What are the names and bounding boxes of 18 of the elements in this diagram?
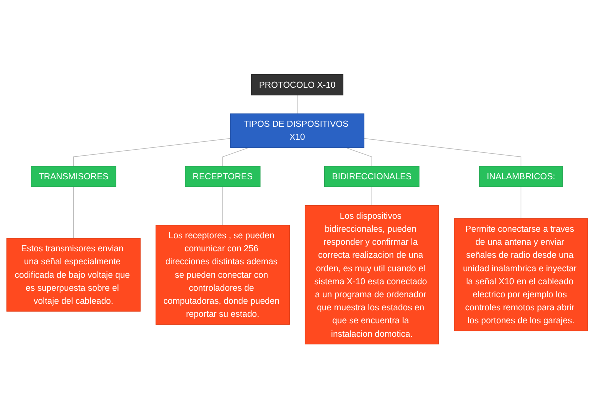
connector [222,147,250,167]
node-box: RECEPTORES [185,166,261,188]
node-box: TIPOS DE DISPOSITIVOS X10 [230,114,365,148]
node-box: Los dispositivos bidireccionales, pueden responder y confirmar la correcta realizacion de una orden, es muy util cuando el sistema X-10 esta conectado a un programa de ordenador que muestra los estados en que se encuentra la instalacion domotica. [304,205,440,345]
connector [297,94,298,114]
connector [222,186,224,226]
node-box: BIDIRECCIONALES [324,166,420,188]
connector [73,138,232,167]
connector [345,147,372,167]
node-box: Permite conectarse a traves de una antena y enviar señales de radio desde una unidad inalambrica e inyectar la señal X10 en el cableado electrico por ejemplo los controles remotos para abrir los portones de los garajes. [454,218,588,332]
connector [73,186,74,239]
node-box: Los receptores , se pueden comunicar con 256 direcciones distintas ademas se pueden conectar con controladores de computadoras, donde pueden reportar su estado. [156,225,290,325]
node-box: INALAMBRICOS: [479,166,564,188]
node-box: Estos transmisores envian una señal especialmente codificada de bajo voltaje que es superpuesta sobre el voltaje del cableado. [6,238,141,312]
connector [520,186,522,220]
node-box: TRANSMISORES [31,166,117,188]
node-box: PROTOCOLO X-10 [251,74,344,96]
connector [364,138,522,167]
